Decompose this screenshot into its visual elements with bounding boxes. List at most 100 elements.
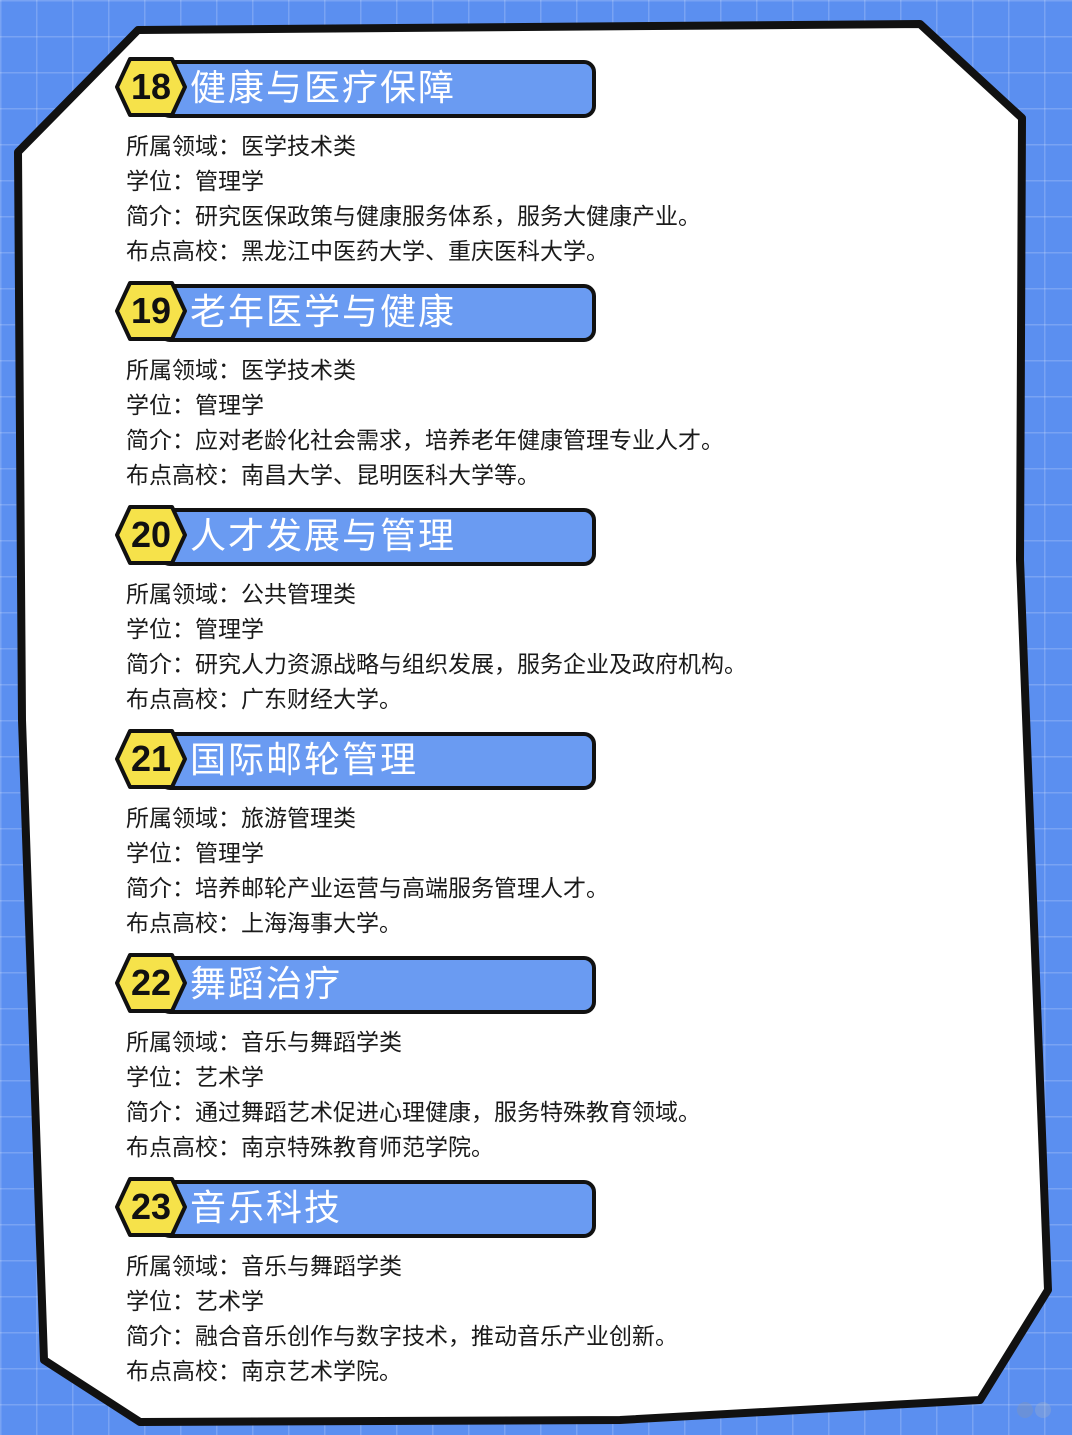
schools-line: 布点高校：黑龙江中医药大学、重庆医科大学。 [126,235,609,269]
field-label: 所属领域： [126,582,241,608]
field-value: 音乐与舞蹈学类 [241,1030,402,1056]
intro-label: 简介： [126,876,195,902]
title-bar [158,508,596,566]
major-entry: 音乐科技 23 所属领域：音乐与舞蹈学类 学位：艺术学 简介：融合音乐创作与数字… [0,1177,1072,1404]
schools-label: 布点高校： [126,239,241,265]
major-title: 舞蹈治疗 [190,964,343,1005]
number-badge: 21 [114,728,188,790]
major-entry: 舞蹈治疗 22 所属领域：音乐与舞蹈学类 学位：艺术学 简介：通过舞蹈艺术促进心… [0,953,1072,1180]
number-badge: 20 [114,504,188,566]
schools-label: 布点高校： [126,911,241,937]
intro-line: 简介：通过舞蹈艺术促进心理健康，服务特殊教育领域。 [126,1096,701,1130]
field-line: 所属领域：音乐与舞蹈学类 [126,1026,402,1060]
badge-number: 22 [130,962,172,1003]
field-line: 所属领域：医学技术类 [126,130,356,164]
degree-value: 管理学 [195,841,264,867]
degree-value: 艺术学 [195,1065,264,1091]
degree-value: 管理学 [195,169,264,195]
schools-line: 布点高校：上海海事大学。 [126,907,402,941]
intro-value: 培养邮轮产业运营与高端服务管理人才。 [195,876,609,902]
field-line: 所属领域：公共管理类 [126,578,356,612]
field-label: 所属领域： [126,1254,241,1280]
major-title: 健康与医疗保障 [190,68,457,109]
degree-label: 学位： [126,841,195,867]
major-title: 老年医学与健康 [190,292,457,333]
degree-line: 学位：艺术学 [126,1285,264,1319]
degree-line: 学位：管理学 [126,165,264,199]
number-badge: 18 [114,56,188,118]
field-value: 公共管理类 [241,582,356,608]
intro-value: 应对老龄化社会需求，培养老年健康管理专业人才。 [195,428,724,454]
schools-label: 布点高校： [126,687,241,713]
intro-value: 研究医保政策与健康服务体系，服务大健康产业。 [195,204,701,230]
degree-line: 学位：管理学 [126,837,264,871]
schools-line: 布点高校：南昌大学、昆明医科大学等。 [126,459,540,493]
degree-value: 艺术学 [195,1289,264,1315]
degree-label: 学位： [126,393,195,419]
schools-value: 南京特殊教育师范学院。 [241,1135,494,1161]
schools-value: 广东财经大学。 [241,687,402,713]
schools-label: 布点高校： [126,1359,241,1385]
intro-value: 通过舞蹈艺术促进心理健康，服务特殊教育领域。 [195,1100,701,1126]
title-bar [158,60,596,118]
badge-number: 18 [130,66,172,107]
number-badge: 22 [114,952,188,1014]
schools-value: 南京艺术学院。 [241,1359,402,1385]
field-label: 所属领域： [126,358,241,384]
intro-label: 简介： [126,428,195,454]
major-title: 国际邮轮管理 [190,740,419,781]
schools-label: 布点高校： [126,463,241,489]
intro-label: 简介： [126,652,195,678]
field-line: 所属领域：医学技术类 [126,354,356,388]
schools-line: 布点高校：南京特殊教育师范学院。 [126,1131,494,1165]
degree-line: 学位：艺术学 [126,1061,264,1095]
schools-value: 黑龙江中医药大学、重庆医科大学。 [241,239,609,265]
intro-line: 简介：融合音乐创作与数字技术，推动音乐产业创新。 [126,1320,678,1354]
number-badge: 23 [114,1176,188,1238]
major-entry: 健康与医疗保障 18 所属领域：医学技术类 学位：管理学 简介：研究医保政策与健… [0,57,1072,284]
intro-line: 简介：培养邮轮产业运营与高端服务管理人才。 [126,872,609,906]
major-entry: 国际邮轮管理 21 所属领域：旅游管理类 学位：管理学 简介：培养邮轮产业运营与… [0,729,1072,956]
degree-value: 管理学 [195,617,264,643]
intro-label: 简介： [126,1100,195,1126]
title-bar [158,732,596,790]
intro-value: 融合音乐创作与数字技术，推动音乐产业创新。 [195,1324,678,1350]
field-value: 音乐与舞蹈学类 [241,1254,402,1280]
degree-line: 学位：管理学 [126,389,264,423]
intro-value: 研究人力资源战略与组织发展，服务企业及政府机构。 [195,652,747,678]
schools-value: 上海海事大学。 [241,911,402,937]
intro-line: 简介：研究医保政策与健康服务体系，服务大健康产业。 [126,200,701,234]
major-entry: 老年医学与健康 19 所属领域：医学技术类 学位：管理学 简介：应对老龄化社会需… [0,281,1072,508]
degree-value: 管理学 [195,393,264,419]
field-label: 所属领域： [126,1030,241,1056]
major-title: 音乐科技 [190,1188,343,1229]
degree-line: 学位：管理学 [126,613,264,647]
schools-line: 布点高校：广东财经大学。 [126,683,402,717]
intro-line: 简介：研究人力资源战略与组织发展，服务企业及政府机构。 [126,648,747,682]
degree-label: 学位： [126,169,195,195]
field-line: 所属领域：音乐与舞蹈学类 [126,1250,402,1284]
badge-number: 20 [130,514,172,555]
card-shape [14,20,1052,1426]
schools-label: 布点高校： [126,1135,241,1161]
badge-number: 21 [130,738,172,779]
field-value: 医学技术类 [241,358,356,384]
major-entry: 人才发展与管理 20 所属领域：公共管理类 学位：管理学 简介：研究人力资源战略… [0,505,1072,732]
number-badge: 19 [114,280,188,342]
intro-label: 简介： [126,1324,195,1350]
schools-value: 南昌大学、昆明医科大学等。 [241,463,540,489]
field-label: 所属领域： [126,806,241,832]
title-bar [158,956,596,1014]
degree-label: 学位： [126,1065,195,1091]
intro-line: 简介：应对老龄化社会需求，培养老年健康管理专业人才。 [126,424,724,458]
degree-label: 学位： [126,1289,195,1315]
intro-label: 简介： [126,204,195,230]
field-line: 所属领域：旅游管理类 [126,802,356,836]
field-label: 所属领域： [126,134,241,160]
degree-label: 学位： [126,617,195,643]
watermark-icon [1017,1402,1051,1418]
field-value: 医学技术类 [241,134,356,160]
schools-line: 布点高校：南京艺术学院。 [126,1355,402,1389]
